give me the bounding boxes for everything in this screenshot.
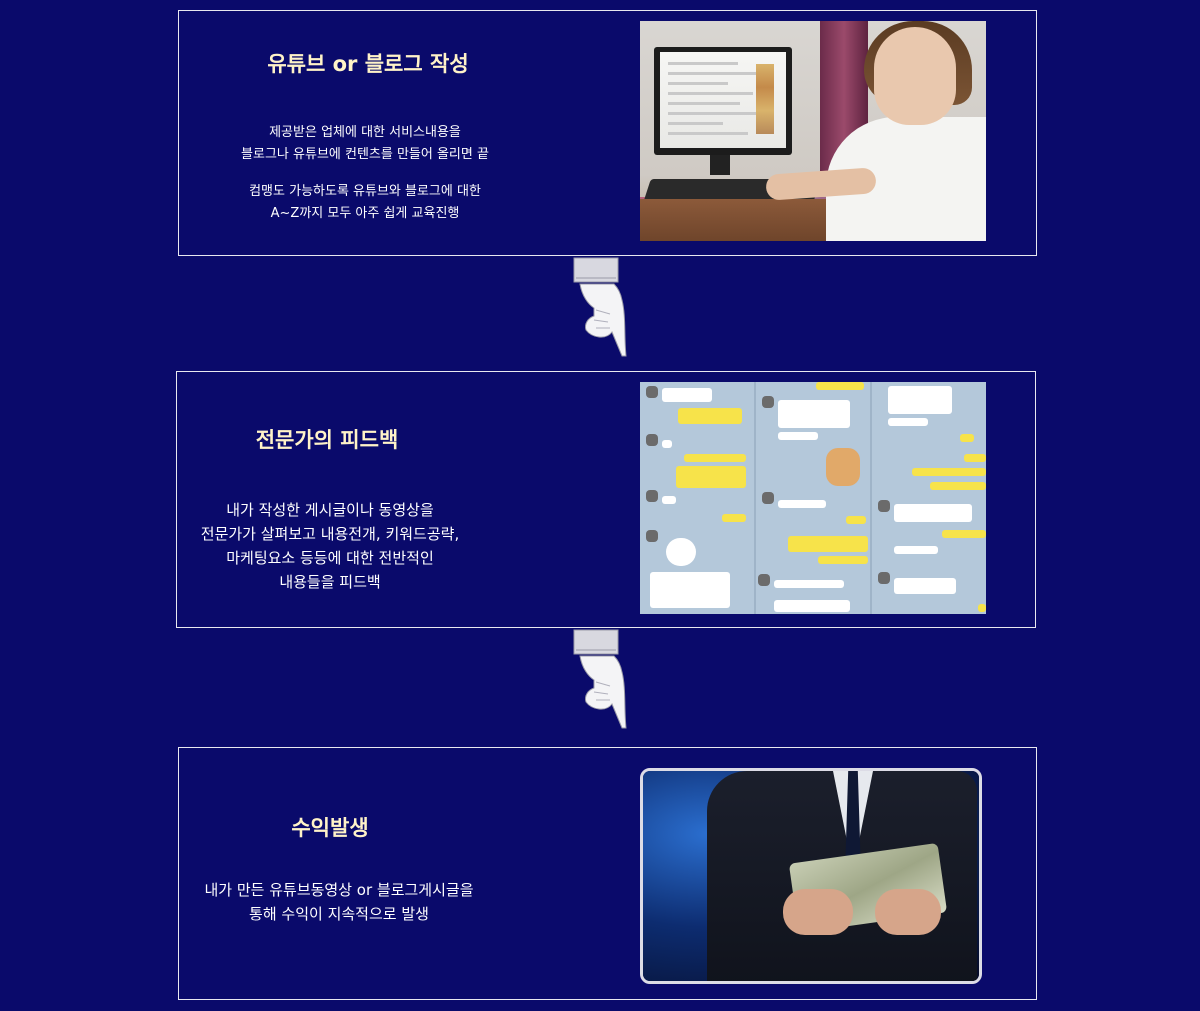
step-3-title: 수익발생 bbox=[291, 816, 369, 840]
step-3-description: 내가 만든 유튜브동영상 or 블로그게시글을 통해 수익이 지속적으로 발생 bbox=[186, 878, 492, 926]
step-3-desc-line: 통해 수익이 지속적으로 발생 bbox=[249, 905, 429, 923]
step-1-desc-line: 블로그나 유튜브에 컨텐츠를 만들어 올리면 끝 bbox=[241, 147, 489, 162]
step-2-description: 내가 작성한 게시글이나 동영상을 전문가가 살펴보고 내용전개, 키워드공략,… bbox=[180, 498, 480, 594]
step-2-desc-line: 마케팅요소 등등에 대한 전반적인 bbox=[226, 549, 434, 567]
step-2-desc-line: 전문가가 살펴보고 내용전개, 키워드공략, bbox=[200, 525, 460, 543]
step-1-desc-line: 제공받은 업체에 대한 서비스내용을 bbox=[269, 125, 461, 140]
step-3-photo-money-in-hands bbox=[640, 768, 982, 984]
step-1-photo-woman-at-computer bbox=[640, 21, 986, 241]
step-1-description: 제공받은 업체에 대한 서비스내용을 블로그나 유튜브에 컨텐츠를 만들어 올리… bbox=[220, 122, 510, 225]
pointing-hand-down-icon bbox=[573, 257, 627, 357]
step-3-desc-line: 내가 만든 유튜브동영상 or 블로그게시글을 bbox=[204, 881, 474, 899]
step-1-title: 유튜브 or 블로그 작성 bbox=[267, 52, 469, 76]
step-1-desc-line: A~Z까지 모두 아주 쉽게 교육진행 bbox=[270, 206, 460, 221]
step-2-chat-feedback-screenshot bbox=[640, 382, 986, 614]
step-2-desc-line: 내용들을 피드백 bbox=[279, 573, 381, 591]
step-2-title: 전문가의 피드백 bbox=[255, 428, 399, 452]
step-card-3 bbox=[178, 747, 1037, 1000]
step-card-2 bbox=[176, 371, 1036, 628]
step-2-desc-line: 내가 작성한 게시글이나 동영상을 bbox=[226, 501, 434, 519]
pointing-hand-down-icon bbox=[573, 629, 627, 729]
step-card-1 bbox=[178, 10, 1037, 256]
step-1-desc-line: 컴맹도 가능하도록 유튜브와 블로그에 대한 bbox=[249, 184, 481, 199]
